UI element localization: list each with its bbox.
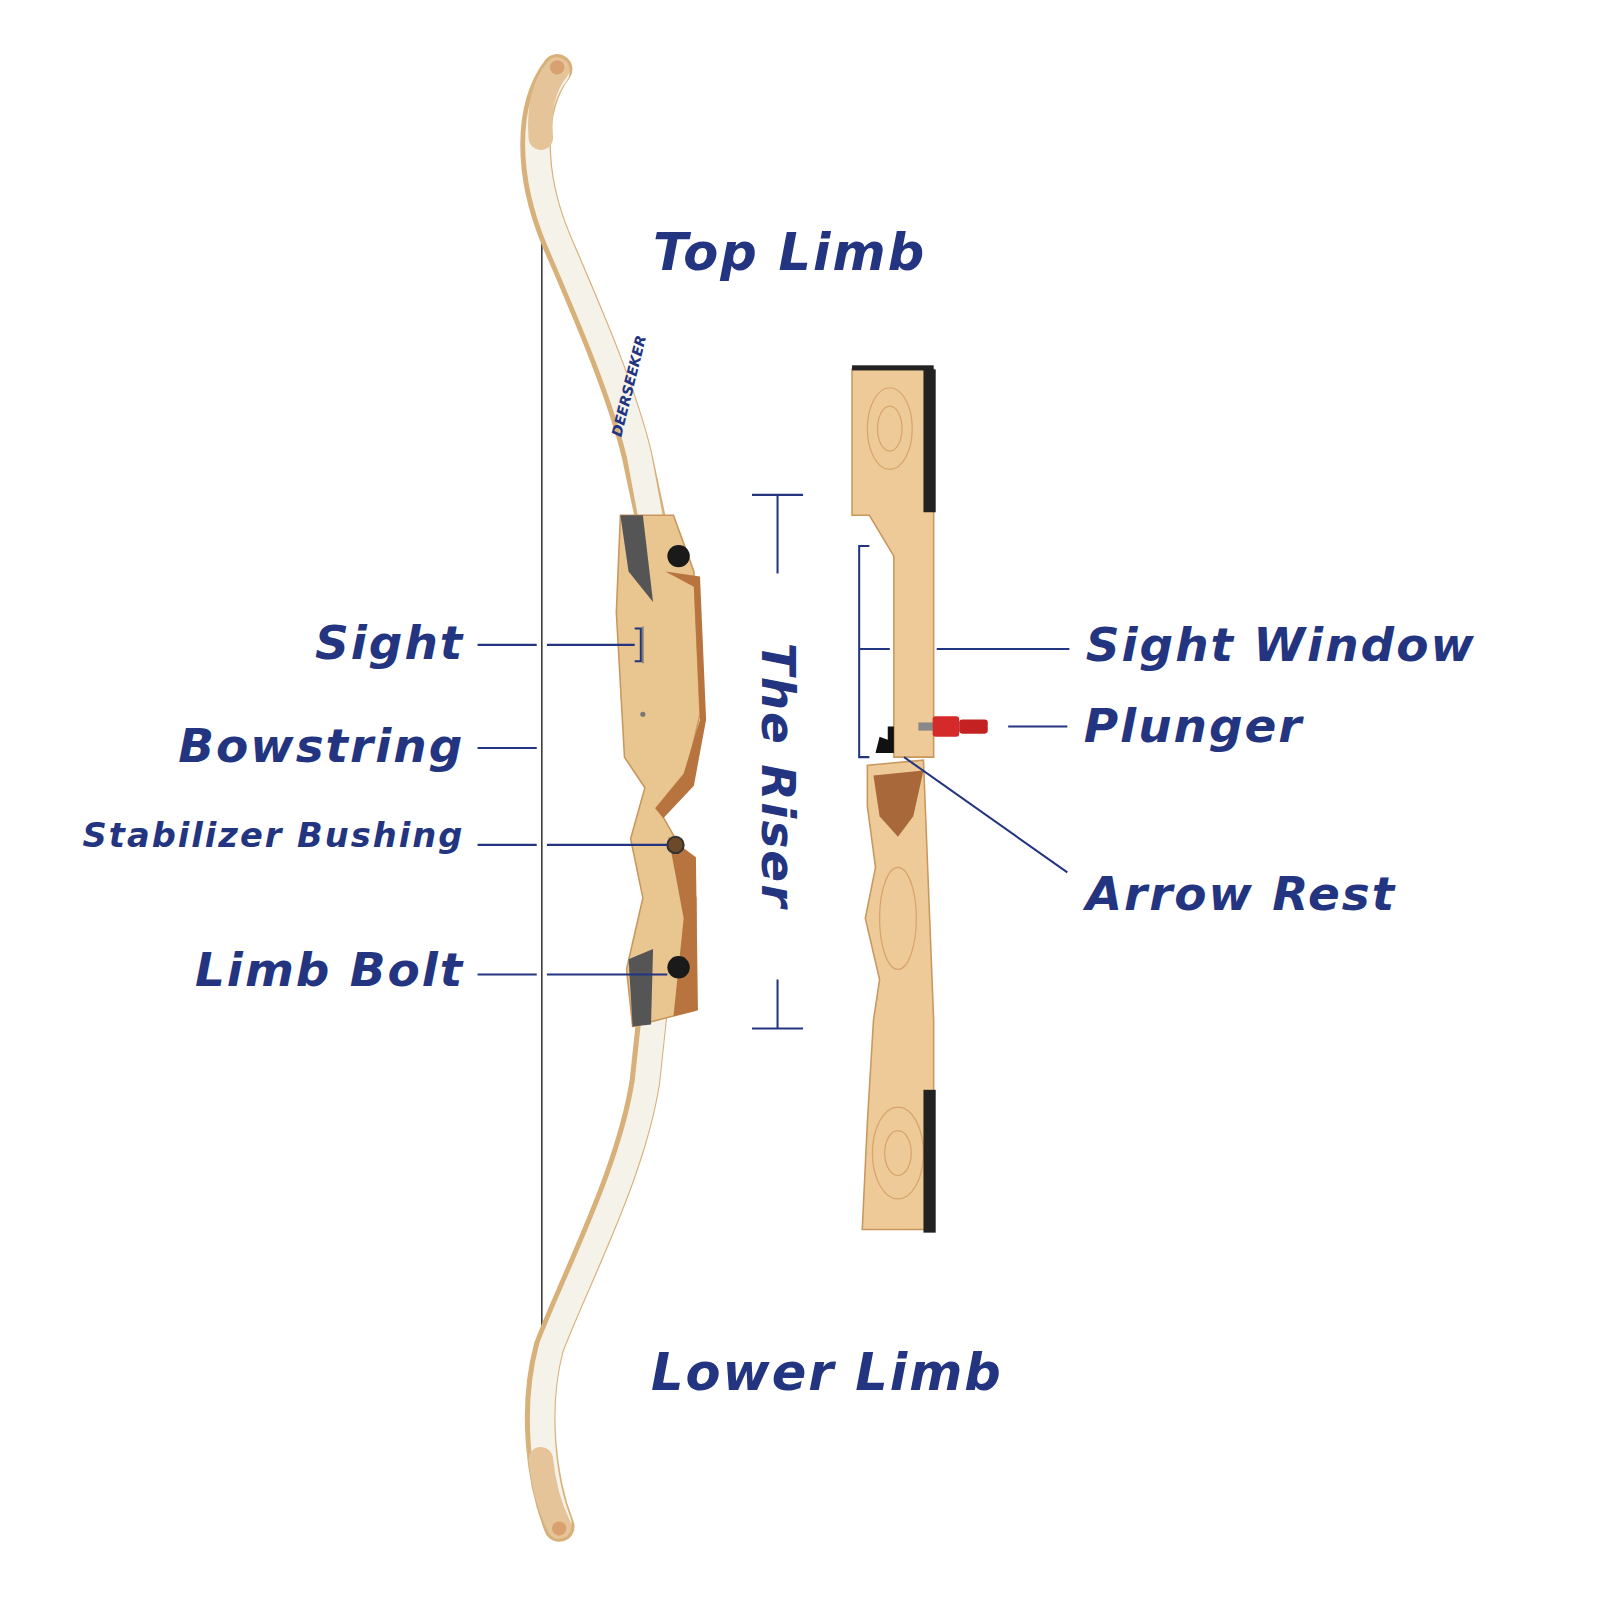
part-label: Arrow Rest	[1086, 870, 1397, 917]
riser-laminate	[668, 837, 698, 1017]
limb-tip	[541, 1459, 559, 1526]
leader-line	[547, 644, 635, 646]
leader-line	[1008, 726, 1067, 728]
leader-line	[937, 648, 1070, 650]
wood-grain	[885, 1131, 912, 1176]
wood-grain	[867, 388, 923, 1199]
sight-hole	[640, 712, 645, 717]
bowstring-line	[541, 227, 543, 1356]
part-label: Sight	[315, 619, 464, 666]
plunger-rod	[918, 722, 934, 730]
leader-line	[904, 757, 1067, 872]
stabilizer-bushing-symbol	[667, 837, 683, 853]
limb-pad	[923, 1090, 935, 1233]
sight-mark	[642, 627, 644, 664]
wood-grain	[872, 1107, 923, 1199]
riser-side-grip	[862, 760, 933, 1229]
leader-line	[478, 747, 537, 749]
leader-line	[547, 844, 667, 846]
limb-tip	[540, 69, 557, 137]
limb-bolt-knob	[667, 545, 689, 567]
part-label: Plunger	[1084, 702, 1304, 749]
bow-artwork	[478, 60, 1070, 1535]
riser-laminate	[655, 571, 706, 818]
riser-top	[852, 365, 934, 370]
part-label: The Riser	[754, 642, 801, 909]
limb-edge	[536, 69, 653, 530]
arrow-rest-symbol	[876, 727, 894, 754]
wood-grain	[867, 388, 912, 470]
limb-pocket	[629, 949, 653, 1027]
part-label: Bowstring	[178, 722, 464, 769]
part-label: Lower Limb	[651, 1348, 1003, 1399]
wood-grain	[878, 406, 902, 451]
sight-window-bracket	[859, 546, 890, 757]
wood-grain	[880, 867, 917, 969]
leader-line	[478, 644, 537, 646]
lower-limb	[542, 1005, 655, 1522]
leader-line	[547, 973, 667, 975]
string-nock	[550, 60, 564, 74]
riser-laminate	[873, 770, 923, 836]
plunger-body	[933, 716, 960, 736]
limb-bolt-knob	[667, 956, 689, 978]
sight-bracket	[635, 629, 641, 662]
string-nock	[552, 1521, 566, 1535]
leader-line	[478, 973, 537, 975]
part-label: Top Limb	[653, 228, 926, 279]
limb-pocket	[620, 515, 653, 602]
riser-bracket	[752, 495, 803, 1029]
part-label: Stabilizer Bushing	[83, 819, 465, 853]
part-label: Limb Bolt	[195, 947, 464, 994]
riser-side-upper	[852, 369, 934, 757]
limb-pad	[923, 369, 935, 512]
part-label: Sight Window	[1086, 621, 1476, 668]
top-limb	[537, 73, 653, 530]
leader-lines	[478, 495, 1070, 1029]
plunger-body	[959, 719, 988, 733]
leader-line	[478, 844, 537, 846]
